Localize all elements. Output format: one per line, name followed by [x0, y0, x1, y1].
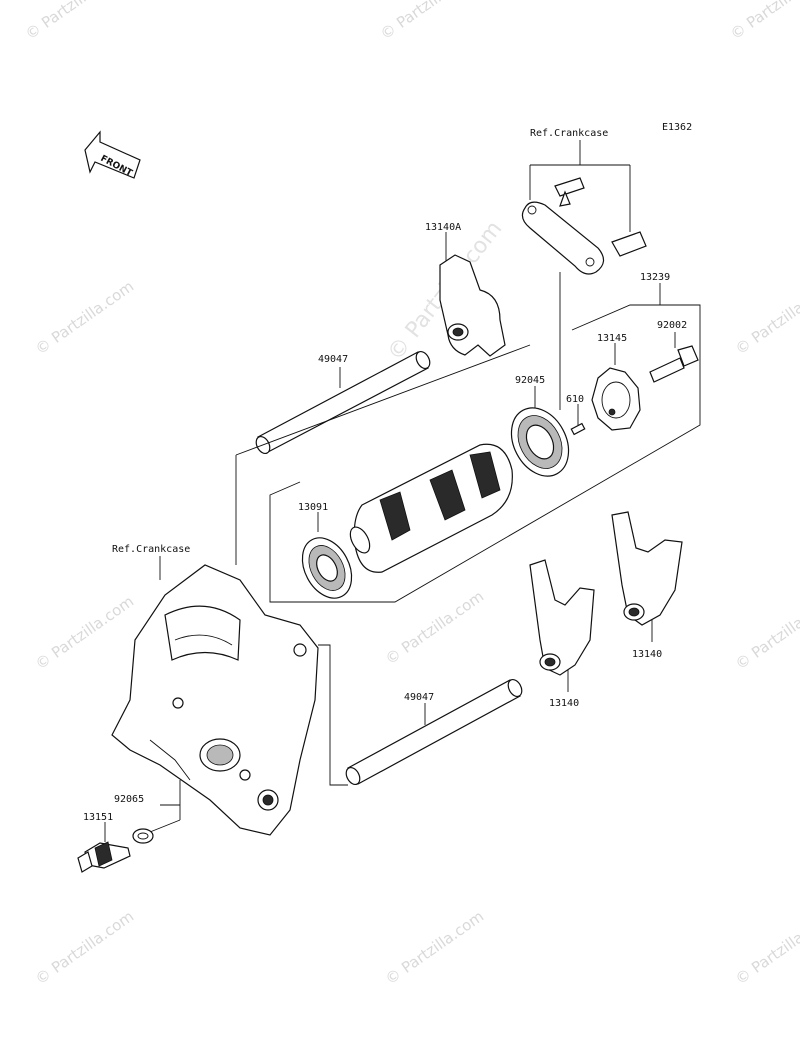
crankcase-bracket [521, 140, 647, 410]
front-arrow-icon: FRONT [84, 130, 141, 179]
watermark: © Partzilla.com [382, 587, 487, 668]
label-92045: 92045 [515, 375, 545, 386]
label-13151: 13151 [83, 812, 113, 823]
shift-fork-13140a [439, 232, 506, 357]
watermark: © Partzilla.com [732, 277, 800, 358]
shift-fork-13140-left [529, 559, 595, 692]
shaft-49047-top [255, 350, 431, 455]
crankcase-left [111, 556, 319, 836]
watermark: © Partzilla.com [377, 0, 482, 43]
label-13239: 13239 [640, 272, 670, 283]
label-13140a: 13140A [425, 222, 461, 233]
shaft-49047-bottom [318, 644, 523, 786]
label-13145: 13145 [597, 333, 627, 344]
watermark: © Partzilla.com [382, 907, 487, 988]
bolt-92002 [649, 332, 699, 383]
watermark: © Partzilla.com [727, 0, 800, 43]
label-13091: 13091 [298, 502, 328, 513]
shift-fork-13140-right [611, 511, 683, 642]
label-610: 610 [566, 394, 584, 405]
label-49047-top: 49047 [318, 354, 348, 365]
label-92065: 92065 [114, 794, 144, 805]
bearing-13091 [301, 512, 353, 599]
bearing-92045 [510, 386, 570, 477]
watermark: © Partzilla.com [732, 592, 800, 673]
pin-610 [570, 404, 586, 436]
sensor-13151 [77, 822, 131, 873]
label-13140-right: 13140 [632, 649, 662, 660]
watermark: © Partzilla.com [32, 907, 137, 988]
washer-92065 [132, 780, 181, 844]
watermark: © Partzilla.com [32, 592, 137, 673]
part-labels: Ref.Crankcase 13140A 13239 92002 13145 4… [83, 128, 687, 823]
label-ref-crankcase-top: Ref.Crankcase [530, 128, 608, 139]
diagram-id: E1362 [662, 122, 692, 133]
label-49047-bottom: 49047 [404, 692, 434, 703]
watermark: © Partzilla.com [22, 0, 127, 43]
watermark: © Partzilla.com [32, 277, 137, 358]
drum-assembly-box [235, 283, 701, 603]
label-92002: 92002 [657, 320, 687, 331]
shift-drum [349, 443, 513, 573]
label-ref-crankcase-left: Ref.Crankcase [112, 544, 190, 555]
watermark: © Partzilla.com [732, 907, 800, 988]
star-cam-13145 [591, 343, 641, 431]
label-13140-left: 13140 [549, 698, 579, 709]
